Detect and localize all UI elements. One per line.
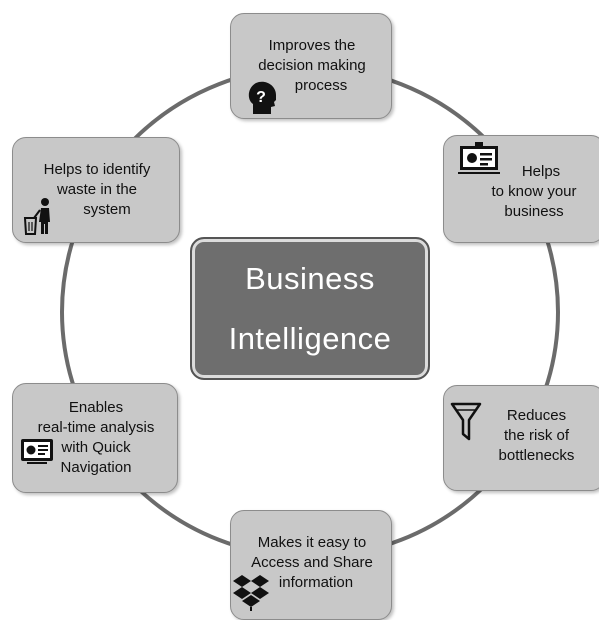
dropbox-icon <box>233 575 269 611</box>
node-improves-decision-making: Improves the decision making process ? <box>230 13 392 119</box>
svg-text:?: ? <box>256 89 266 106</box>
node-text-line: to know your <box>491 183 577 200</box>
person-trash-icon <box>23 198 50 235</box>
node-text-line: Improves the <box>268 37 356 54</box>
node-text-line: business <box>504 203 564 220</box>
node-text-line: bottlenecks <box>498 447 575 464</box>
center-title-line2: Intelligence <box>228 320 392 356</box>
dashboard-screen-icon <box>21 439 53 464</box>
center-title-line1: Business <box>245 260 375 296</box>
node-helps-know-business: Helps to know your business <box>443 135 599 243</box>
question-head-icon: ? <box>248 81 276 114</box>
node-text-line: Reduces <box>506 407 567 424</box>
node-text-line: information <box>278 574 354 591</box>
node-access-share-information: Makes it easy to Access and Share inform… <box>230 510 392 620</box>
node-text-line: Helps <box>521 163 561 180</box>
funnel-icon <box>450 402 482 441</box>
node-text-line: waste in the <box>56 181 138 198</box>
node-text-line: with Quick <box>61 439 131 456</box>
node-text-line: system <box>83 201 131 218</box>
node-text-line: Makes it easy to <box>257 534 367 551</box>
node-text-line: Enables <box>68 399 124 416</box>
node-identify-waste: Helps to identify waste in the system <box>12 137 180 243</box>
presentation-board-icon <box>458 142 500 174</box>
node-text-line: Navigation <box>60 459 132 476</box>
node-real-time-analysis: Enables real-time analysis with Quick Na… <box>12 383 178 493</box>
node-text-line: real-time analysis <box>37 419 155 436</box>
node-text-line: Helps to identify <box>43 161 151 178</box>
center-title-box: Business Intelligence <box>190 237 430 380</box>
node-text-line: process <box>294 77 348 94</box>
node-text-line: Access and Share <box>251 554 373 571</box>
node-text-line: decision making <box>258 57 366 74</box>
node-text-line: the risk of <box>503 427 570 444</box>
node-reduces-bottlenecks: Reduces the risk of bottlenecks <box>443 385 599 491</box>
